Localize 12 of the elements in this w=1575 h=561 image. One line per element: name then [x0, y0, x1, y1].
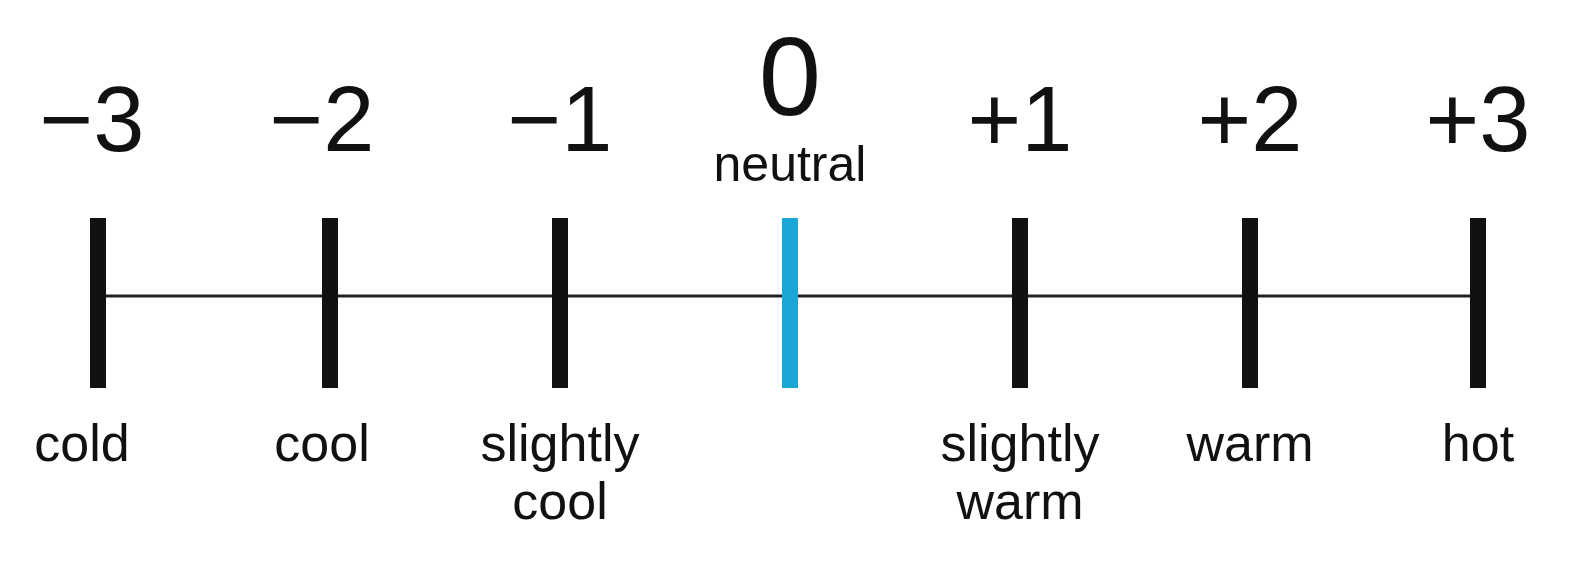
scale-label: slightly warm — [939, 414, 1101, 531]
scale-label: warm — [1186, 414, 1314, 473]
scale-label: cold — [34, 414, 130, 473]
scale-label: hot — [1441, 414, 1515, 473]
scale-number: −2 — [269, 68, 375, 172]
scale-number: +3 — [1425, 68, 1531, 172]
scale-label: cool — [274, 414, 370, 473]
scale-number: +2 — [1197, 68, 1303, 172]
scale-number: −1 — [507, 68, 613, 172]
scale-label: slightly cool — [479, 414, 641, 531]
scale-number: +1 — [967, 68, 1073, 172]
scale-number: −3 — [39, 68, 145, 172]
